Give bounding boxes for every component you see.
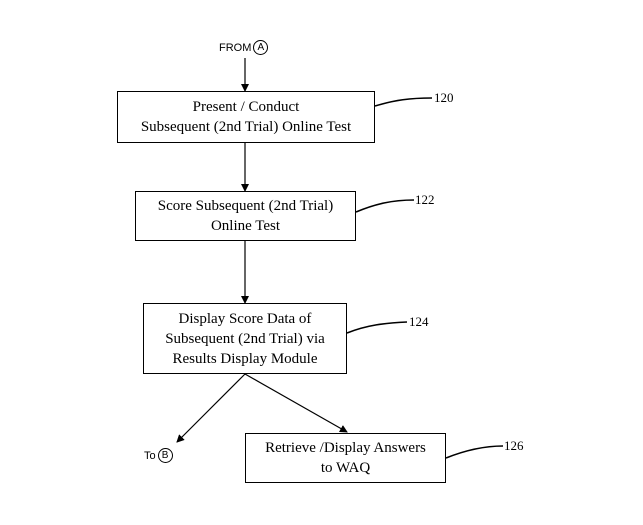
connector-to-b: To B <box>144 448 173 463</box>
ref-120: 120 <box>434 90 454 105</box>
leader-120 <box>374 97 433 107</box>
step-124-line-1: Display Score Data of <box>178 310 312 327</box>
step-124-box: Display Score Data of Subsequent (2nd Tr… <box>143 303 347 374</box>
step-124-line-3: Results Display Module <box>172 350 318 367</box>
step-126-line-1: Retrieve /Display Answers <box>265 440 426 456</box>
connector-to-label: To <box>144 449 156 462</box>
ref-124: 124 <box>409 314 429 329</box>
ref-126: 126 <box>504 438 524 453</box>
leader-122 <box>355 199 415 213</box>
step-122-line-1: Score Subsequent (2nd Trial) <box>157 198 334 214</box>
connector-from-a: FROM A <box>219 40 269 55</box>
step-120-box: Present / Conduct Subsequent (2nd Trial)… <box>117 91 375 143</box>
step-122-line-2: Online Test <box>210 218 281 234</box>
leader-126 <box>445 445 504 459</box>
arrow-124-to-b <box>176 373 246 443</box>
step-126-box: Retrieve /Display Answers to WAQ <box>245 433 446 483</box>
connector-a-circle: A <box>253 40 269 55</box>
connector-b-circle: B <box>157 448 173 463</box>
step-120-line-2: Subsequent (2nd Trial) Online Test <box>140 119 352 135</box>
arrow-124-to-126 <box>244 373 348 433</box>
step-120-line-1: Present / Conduct <box>192 99 300 115</box>
ref-122: 122 <box>415 192 435 207</box>
step-122-box: Score Subsequent (2nd Trial) Online Test <box>135 191 356 241</box>
connector-from-label: FROM <box>219 41 252 54</box>
step-124-line-2: Subsequent (2nd Trial) via <box>165 330 325 347</box>
step-126-line-2: to WAQ <box>320 460 371 476</box>
leader-124 <box>346 321 408 334</box>
